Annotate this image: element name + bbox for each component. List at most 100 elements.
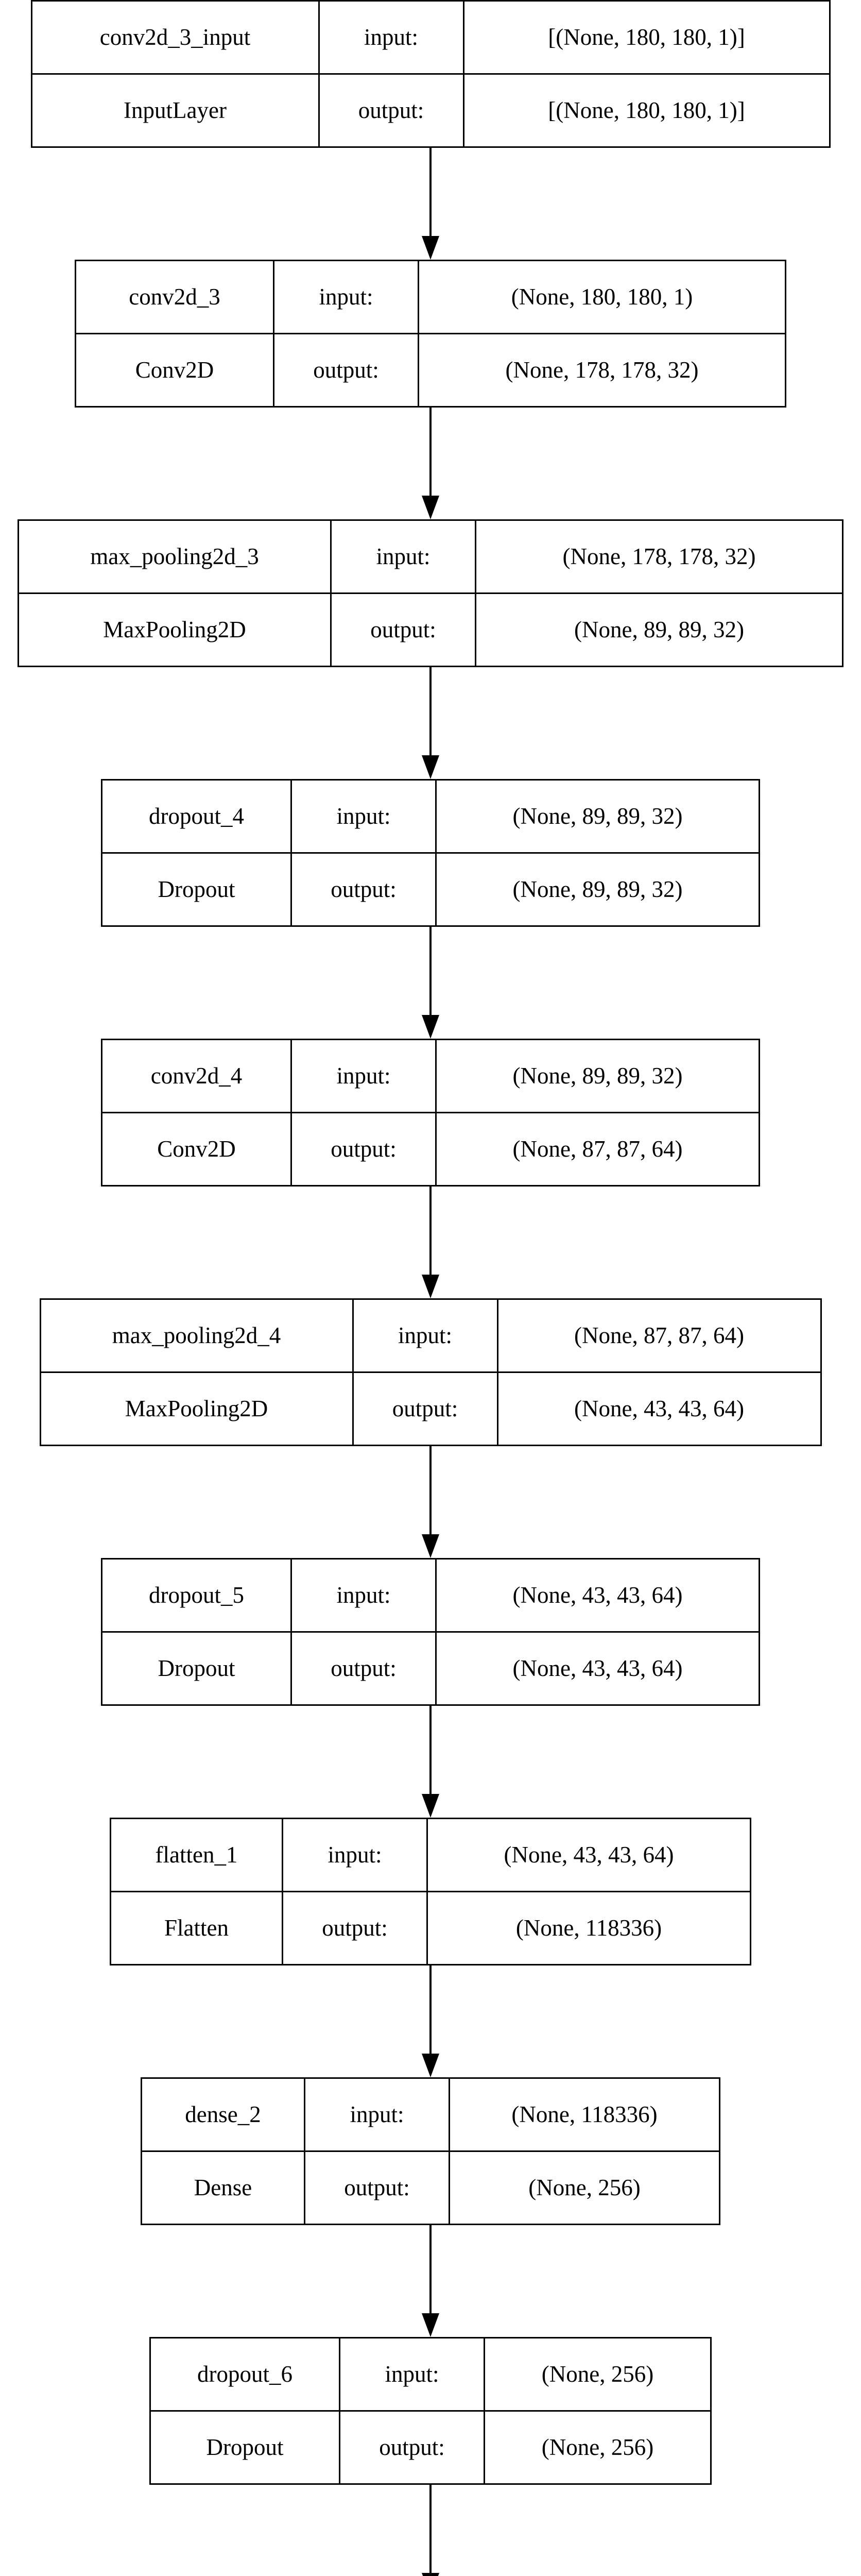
layer-name: dropout_4	[102, 781, 292, 852]
input-shape-value: [(None, 180, 180, 1)]	[548, 24, 745, 50]
output-shape-value: (None, 178, 178, 32)	[505, 357, 699, 383]
output-label: output:	[354, 1373, 498, 1445]
edge-max_pooling2d_3-to-dropout_4	[0, 667, 861, 779]
layer-name: conv2d_3_input	[32, 2, 320, 73]
edge-line	[429, 1446, 432, 1535]
input-shape-value: (None, 43, 43, 64)	[512, 1582, 683, 1608]
edge-dense_2-to-dropout_6	[0, 2225, 861, 2337]
output-label: output:	[292, 1633, 437, 1704]
output-shape-value: (None, 89, 89, 32)	[512, 876, 683, 902]
layer-type: Dropout	[102, 854, 292, 925]
layer-type: Dense	[142, 2152, 305, 2224]
input-shape-value: (None, 89, 89, 32)	[512, 1063, 683, 1089]
arrowhead-icon	[422, 2573, 439, 2576]
edge-line	[429, 2225, 432, 2314]
layer-name: flatten_1	[111, 1819, 283, 1891]
input-shape-value: (None, 89, 89, 32)	[512, 803, 683, 829]
layer-name: dropout_6	[151, 2338, 340, 2410]
edge-line	[429, 667, 432, 756]
edge-line	[429, 1187, 432, 1275]
edge-conv2d_3-to-max_pooling2d_3	[0, 408, 861, 519]
output-label: output:	[292, 1113, 437, 1185]
input-label: input:	[274, 261, 419, 333]
input-shape-value: (None, 178, 178, 32)	[562, 544, 756, 569]
arrowhead-icon	[422, 1015, 439, 1039]
layer-type: MaxPooling2D	[19, 594, 332, 666]
input-label: input:	[292, 1560, 437, 1631]
arrowhead-icon	[422, 2054, 439, 2077]
output-shape-value: (None, 43, 43, 64)	[574, 1396, 744, 1421]
edge-dropout_4-to-conv2d_4	[0, 927, 861, 1039]
layer-type: Dropout	[102, 1633, 292, 1704]
layer-name: conv2d_3	[76, 261, 274, 333]
layer-name: conv2d_4	[102, 1040, 292, 1112]
arrowhead-icon	[422, 1534, 439, 1558]
output-shape-value: (None, 256)	[541, 2434, 654, 2460]
input-shape-value: (None, 180, 180, 1)	[511, 284, 693, 310]
output-label: output:	[274, 334, 419, 406]
output-shape-value: (None, 89, 89, 32)	[574, 617, 744, 642]
output-shape-value: (None, 256)	[528, 2175, 641, 2200]
edge-line	[429, 1965, 432, 2054]
edge-max_pooling2d_4-to-dropout_5	[0, 1446, 861, 1558]
arrowhead-icon	[422, 1794, 439, 1818]
input-label: input:	[283, 1819, 428, 1891]
arrowhead-icon	[422, 236, 439, 260]
layer-name: max_pooling2d_3	[19, 521, 332, 592]
layer-type: Conv2D	[102, 1113, 292, 1185]
layer-name: max_pooling2d_4	[41, 1300, 354, 1371]
input-label: input:	[292, 1040, 437, 1112]
output-shape-value: (None, 43, 43, 64)	[512, 1655, 683, 1681]
layer-type: Flatten	[111, 1892, 283, 1964]
output-label: output:	[332, 594, 476, 666]
edge-line	[429, 1706, 432, 1794]
arrowhead-icon	[422, 1275, 439, 1298]
edge-line	[429, 2485, 432, 2573]
layer-name: dense_2	[142, 2079, 305, 2150]
output-shape-value: [(None, 180, 180, 1)]	[548, 97, 745, 123]
output-shape-value: (None, 118336)	[515, 1915, 662, 1941]
output-label: output:	[320, 75, 464, 146]
input-label: input:	[320, 2, 464, 73]
edge-conv2d_4-to-max_pooling2d_4	[0, 1187, 861, 1298]
layer-type: Conv2D	[76, 334, 274, 406]
output-label: output:	[283, 1892, 428, 1964]
layer-type: Dropout	[151, 2412, 340, 2483]
output-label: output:	[305, 2152, 450, 2224]
edge-line	[429, 408, 432, 496]
